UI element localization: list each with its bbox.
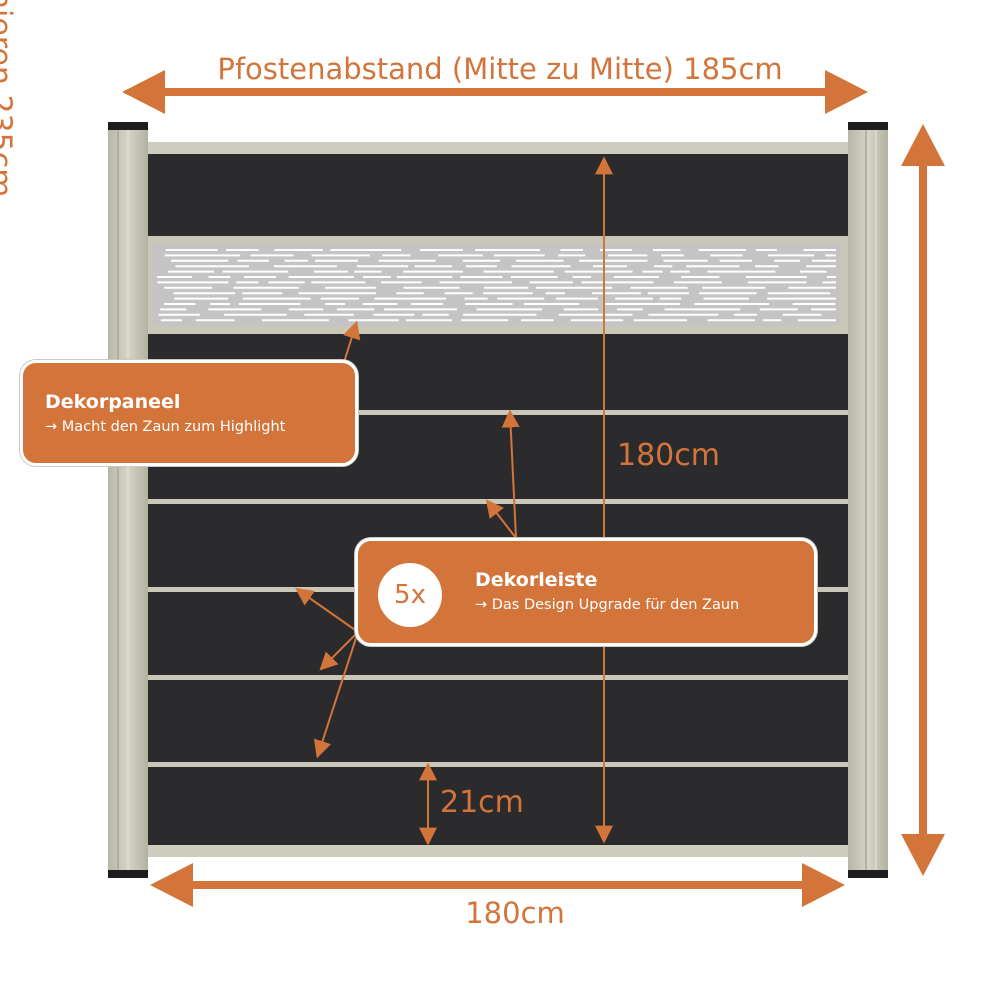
- right-post: [848, 122, 888, 878]
- count-badge: 5x: [378, 563, 442, 627]
- dekorpaneel-title: Dekorpaneel: [45, 391, 181, 413]
- bottom-rail: [140, 845, 854, 857]
- pointer-line: [313, 631, 359, 759]
- dekorpaneel-callout: Dekorpaneel → Macht den Zaun zum Highlig…: [20, 360, 358, 466]
- pointer-line: [501, 409, 520, 539]
- post-spacing-label: Pfostenabstand (Mitte zu Mitte) 185cm: [217, 52, 783, 86]
- top-dimension-arrow: [122, 70, 868, 114]
- decor-panel-pattern: [157, 249, 836, 322]
- dekorpaneel-subtitle: → Macht den Zaun zum Highlight: [45, 419, 286, 435]
- left-post: [108, 122, 148, 878]
- pointer-line: [319, 631, 359, 671]
- post-length-label: zum Einbetonieren 235cm: [0, 0, 18, 198]
- decor-strip: [146, 675, 848, 680]
- height-label: 180cm: [617, 438, 720, 473]
- pointer-line: [295, 587, 359, 633]
- decor-panel: [152, 244, 840, 326]
- dekorleiste-subtitle: → Das Design Upgrade für den Zaun: [475, 597, 740, 613]
- dekorleiste-callout: 5x Dekorleiste → Das Design Upgrade für …: [355, 538, 817, 646]
- decor-strip: [146, 499, 848, 504]
- board-height-label: 21cm: [440, 785, 524, 820]
- dekorleiste-title: Dekorleiste: [475, 569, 598, 591]
- decor-strip: [146, 410, 848, 415]
- right-dimension-arrow: [901, 124, 945, 876]
- bottom-dimension-arrow: [150, 863, 845, 907]
- width-label: 180cm: [465, 896, 565, 930]
- top-rail: [140, 142, 854, 154]
- decor-strip: [146, 762, 848, 767]
- pointer-line: [485, 499, 517, 539]
